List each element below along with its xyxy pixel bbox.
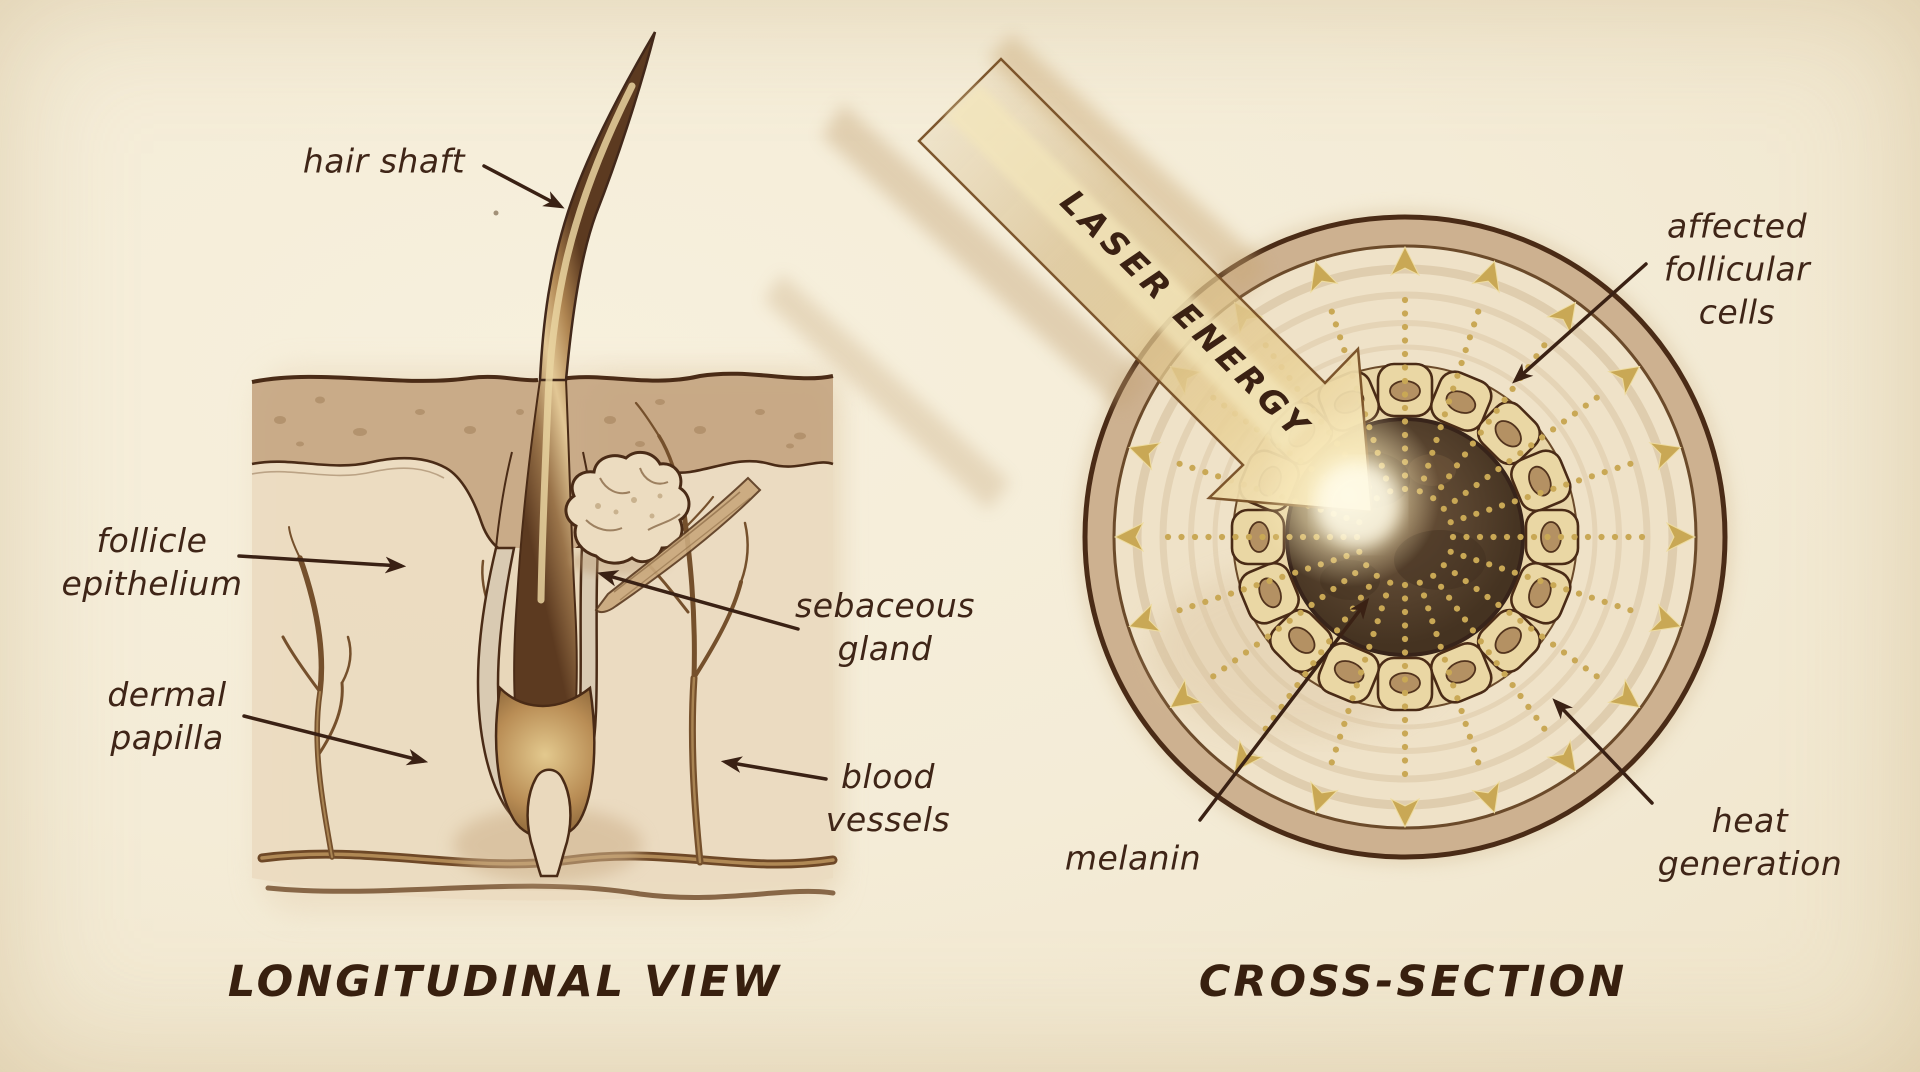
follicular-cell (1476, 400, 1542, 466)
label-melanin: melanin (1064, 838, 1202, 878)
arrow-sebaceous-gland (596, 570, 800, 631)
heat-arrowhead-icon (1607, 365, 1641, 396)
heat-arrowhead-icon (1169, 678, 1203, 709)
arrow-blood-vessels (720, 756, 828, 781)
heat-arrowhead-icon (1128, 442, 1162, 471)
arrow-melanin (1198, 597, 1370, 822)
heat-dotted-arrow (1430, 572, 1577, 773)
follicular-cell (1524, 508, 1580, 566)
heat-arrowhead-icon (1310, 780, 1339, 814)
heat-dotted-arrow (1389, 581, 1421, 829)
follicular-cell (1376, 362, 1434, 418)
heat-dotted-arrow (1447, 548, 1682, 632)
follicular-cell (1238, 561, 1300, 625)
arrow-affected-follicular-cells (1512, 262, 1648, 384)
label-hair-shaft: hair shaft (302, 141, 466, 181)
heat-arrowhead-icon (1607, 678, 1641, 709)
heat-arrowhead-icon (1648, 442, 1682, 471)
label-follicle-epithelium: follicle epithelium (61, 521, 243, 603)
dermal-papilla-drawing (453, 685, 643, 883)
label-dermal-papilla: dermal papilla (107, 675, 227, 757)
heat-arrowhead-icon (1128, 603, 1162, 632)
paper-speck (493, 210, 499, 216)
heat-dotted-arrow (1440, 562, 1641, 709)
heat-dotted-arrow (1440, 365, 1641, 512)
heat-arrowhead-icon (1665, 521, 1697, 553)
follicular-cell (1268, 608, 1334, 674)
heat-dotted-arrow (1449, 521, 1697, 553)
heat-arrowhead-icon (1471, 780, 1500, 814)
heat-arrowhead-icon (1310, 260, 1339, 294)
right-panel-title: CROSS-SECTION (1198, 957, 1628, 1007)
hair-shaft-drawing (513, 31, 657, 790)
label-affected-follicular-cells: affected follicular cells (1663, 206, 1811, 332)
label-heat-generation: heat generation (1657, 801, 1843, 883)
heat-wave-rings (1132, 264, 1678, 810)
arrow-heat-generation (1552, 698, 1654, 805)
label-blood-vessels: blood vessels (825, 757, 951, 839)
heat-arrowhead-icon (1113, 521, 1145, 553)
heat-dotted-arrow (1416, 579, 1500, 814)
annotation-arrows (237, 164, 1654, 822)
label-sebaceous-gland: sebaceous gland (795, 586, 975, 668)
heat-arrowhead-icon (1546, 739, 1577, 773)
heat-dotted-arrow (1310, 579, 1394, 814)
follicular-cell (1476, 608, 1542, 674)
laser-beam (764, 34, 1440, 587)
sebaceous-gland-drawing (564, 450, 691, 576)
arrow-hair-shaft (482, 164, 565, 209)
heat-arrowhead-icon (1648, 603, 1682, 632)
heat-dotted-arrow (1447, 442, 1682, 526)
arrow-dermal-papilla (242, 714, 429, 766)
follicular-cell (1376, 656, 1434, 712)
heat-arrowhead-icon (1546, 301, 1577, 335)
arrow-follicle-epithelium (237, 554, 407, 574)
heat-arrowhead-icon (1389, 797, 1421, 829)
left-panel-title: LONGITUDINAL VIEW (227, 957, 783, 1007)
heat-arrowhead-icon (1471, 260, 1500, 294)
heat-arrowhead-icon (1389, 245, 1421, 277)
